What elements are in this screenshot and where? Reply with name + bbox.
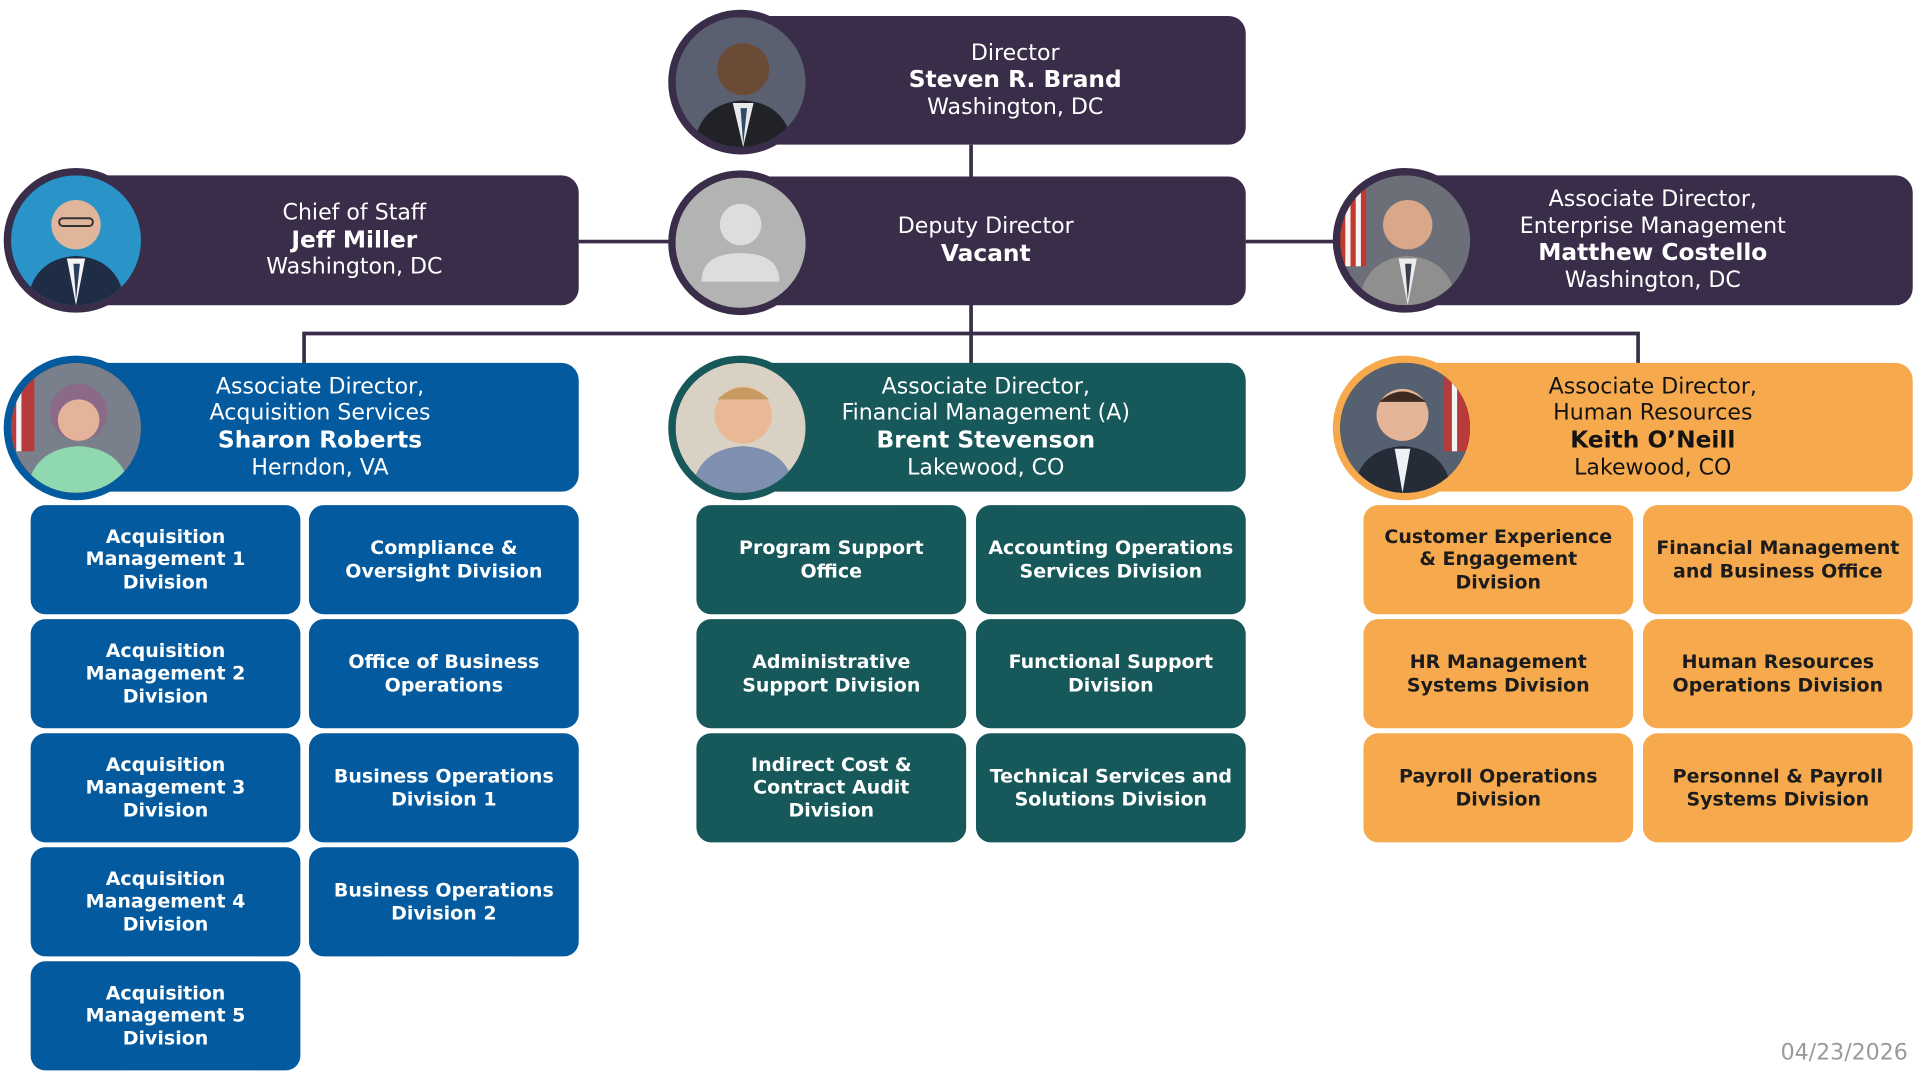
hr-division-box: Payroll Operations Division <box>1363 733 1634 843</box>
hr-director-photo <box>1332 355 1478 501</box>
enterprise-director-photo <box>1332 167 1478 313</box>
acquisition-division-box: Acquisition Management 4 Division <box>30 847 301 957</box>
acquisition-title-2: Acquisition Services <box>209 400 431 426</box>
financial-director-photo <box>668 355 813 501</box>
financial-location: Lakewood, CO <box>907 454 1065 481</box>
director-title: Director <box>970 39 1060 66</box>
acquisition-division-box: Business Operations Division 1 <box>308 733 579 843</box>
financial-title-1: Associate Director, <box>881 373 1090 400</box>
financial-division-box: Indirect Cost & Contract Audit Division <box>696 733 967 843</box>
chief-of-staff-title: Chief of Staff <box>282 199 427 226</box>
acquisition-division-box: Acquisition Management 2 Division <box>30 619 301 729</box>
hr-name: Keith O’Neill <box>1570 426 1736 454</box>
director-location: Washington, DC <box>927 94 1104 121</box>
chief-of-staff-name: Jeff Miller <box>291 226 418 254</box>
financial-division-box: Administrative Support Division <box>696 619 967 729</box>
hr-division-box: Personnel & Payroll Systems Division <box>1642 733 1913 843</box>
hr-division-box: Human Resources Operations Division <box>1642 619 1913 729</box>
hr-director-card: Associate Director, Human Resources Keit… <box>1392 362 1913 492</box>
acquisition-division-box: Acquisition Management 3 Division <box>30 733 301 843</box>
enterprise-mgmt-card: Associate Director, Enterprise Managemen… <box>1392 175 1913 306</box>
acquisition-director-photo <box>3 355 149 501</box>
director-name: Steven R. Brand <box>908 66 1122 94</box>
chief-of-staff-photo <box>3 167 149 313</box>
associate-directors-bracket <box>302 331 1640 366</box>
person-placeholder-icon <box>668 170 813 316</box>
director-photo <box>668 9 813 155</box>
hr-title-1: Associate Director, <box>1548 373 1757 400</box>
deputy-director-name: Vacant <box>940 240 1031 268</box>
acquisition-division-box: Acquisition Management 1 Division <box>30 505 301 615</box>
financial-name: Brent Stevenson <box>876 426 1096 454</box>
hr-division-box: HR Management Systems Division <box>1363 619 1634 729</box>
date-stamp: 04/23/2026 <box>1780 1039 1908 1066</box>
acquisition-title-1: Associate Director, <box>215 373 425 400</box>
financial-title-2: Financial Management (A) <box>841 400 1130 426</box>
acquisition-division-box: Compliance & Oversight Division <box>308 505 579 615</box>
financial-division-box: Functional Support Division <box>975 619 1246 729</box>
acquisition-name: Sharon Roberts <box>217 426 423 454</box>
enterprise-mgmt-name: Matthew Costello <box>1538 239 1768 267</box>
deputy-director-title: Deputy Director <box>897 213 1074 240</box>
acquisition-division-box: Business Operations Division 2 <box>308 847 579 957</box>
acquisition-division-box: Acquisition Management 5 Division <box>30 961 301 1071</box>
hr-division-box: Customer Experience & Engagement Divisio… <box>1363 505 1634 615</box>
enterprise-mgmt-title-1: Associate Director, <box>1548 186 1757 213</box>
hr-location: Lakewood, CO <box>1574 454 1732 481</box>
chief-of-staff-location: Washington, DC <box>266 254 443 281</box>
financial-division-box: Technical Services and Solutions Divisio… <box>975 733 1246 843</box>
acquisition-division-box: Office of Business Operations <box>308 619 579 729</box>
hr-title-2: Human Resources <box>1553 400 1753 426</box>
enterprise-mgmt-location: Washington, DC <box>1564 267 1741 294</box>
financial-division-box: Accounting Operations Services Division <box>975 505 1246 615</box>
financial-division-box: Program Support Office <box>696 505 967 615</box>
hr-division-box: Financial Management and Business Office <box>1642 505 1913 615</box>
enterprise-mgmt-title-2: Enterprise Management <box>1519 213 1786 239</box>
acquisition-location: Herndon, VA <box>251 454 389 481</box>
